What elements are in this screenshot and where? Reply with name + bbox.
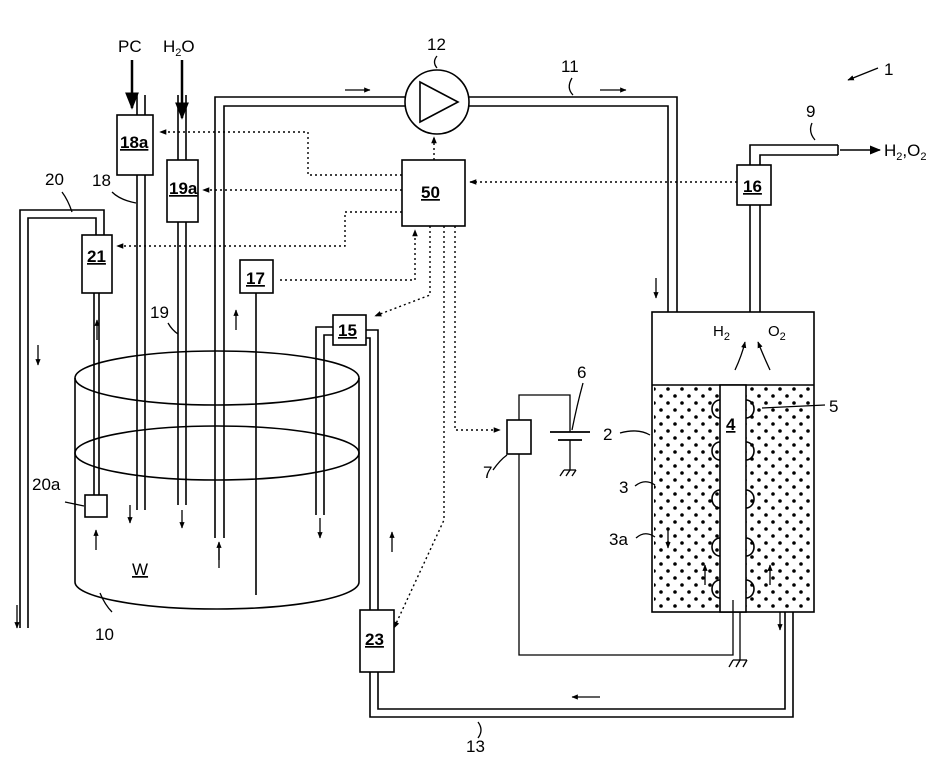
output-label: H2,O2 [884, 141, 926, 163]
power-switch [507, 420, 531, 454]
tank-label: 10 [95, 625, 114, 644]
solid-electrolyte-label: 3 [619, 478, 628, 497]
pipe-15 [316, 327, 378, 612]
cathode-plate-label: 2 [603, 425, 612, 444]
pc-input-label: PC [118, 37, 142, 56]
pipe-20-label: 20 [45, 170, 64, 189]
pipe-19-label: 19 [150, 303, 169, 322]
pump-label: 12 [427, 35, 446, 54]
controller-label: 50 [421, 183, 440, 202]
power-supply-label: 6 [577, 363, 586, 382]
center-electrode-label: 4 [726, 415, 736, 434]
sensor-23-label: 23 [365, 630, 384, 649]
sensor-20a-label: 20a [32, 475, 61, 494]
valve-21-label: 21 [87, 247, 106, 266]
circulation-pipe-label: 11 [561, 57, 579, 76]
system-label: 1 [884, 60, 893, 79]
power-switch-label: 7 [483, 463, 492, 482]
tank-water-label: W [132, 560, 148, 579]
water-input-label: H2O [163, 37, 195, 59]
bumps-label: 5 [829, 397, 838, 416]
pump [405, 70, 469, 134]
sensor-17-label: 17 [246, 269, 265, 288]
valve-18a-label: 18a [120, 133, 149, 152]
outlet-pipe-label: 9 [806, 102, 815, 121]
sensor-20a [85, 495, 107, 517]
sensor-15-label: 15 [338, 321, 357, 340]
sensor-16-label: 16 [743, 177, 762, 196]
return-pipe [370, 612, 793, 717]
return-pipe-label: 13 [466, 737, 485, 756]
valve-19a-label: 19a [169, 179, 198, 198]
electrolyte-region-label: 3a [609, 530, 628, 549]
pipe-18-label: 18 [92, 171, 111, 190]
